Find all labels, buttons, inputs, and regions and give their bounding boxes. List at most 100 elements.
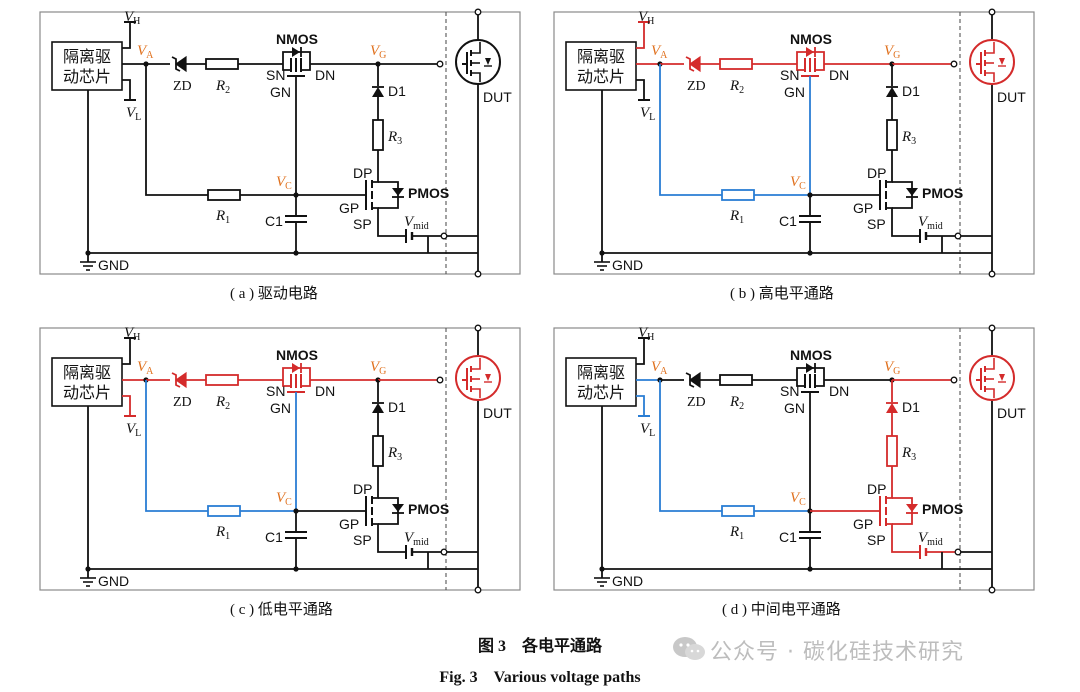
driver-label-line1: 隔离驱 (577, 47, 625, 66)
va-to-r1-wire (145, 64, 208, 196)
sn-label: SN (266, 67, 285, 83)
dut-source-terminal (474, 270, 482, 278)
pmos-body-diode-arrow (906, 504, 918, 512)
gnd-label: GND (612, 573, 643, 589)
nmos-label: NMOS (276, 347, 318, 363)
c1-label: C1 (779, 529, 797, 545)
vh-wire (122, 338, 131, 365)
va-label: VA (651, 43, 668, 61)
dut-source-inner (985, 388, 995, 398)
r1-resistor (207, 189, 241, 201)
va-label: VA (137, 43, 154, 61)
c1-label: C1 (265, 213, 283, 229)
vc-label: VC (790, 174, 806, 192)
r3-label: R3 (387, 129, 402, 147)
vh-label: VH (124, 325, 140, 343)
c1-gnd-junction (807, 566, 813, 572)
gn-label: GN (784, 400, 805, 416)
dut-source-terminal (988, 270, 996, 278)
pmos-body-diode-wire (378, 181, 399, 209)
figure-caption-en: Fig. 3 Various voltage paths (439, 669, 641, 686)
r1-resistor (721, 189, 755, 201)
zd-bar (685, 372, 695, 388)
vh-wire (122, 22, 131, 49)
nmos-source-lead (796, 380, 805, 387)
va-to-r1-wire (659, 380, 722, 512)
vg-label: VG (370, 359, 386, 377)
dut-drain-terminal (474, 8, 482, 16)
zd-label: ZD (173, 79, 192, 94)
isolated-driver-chip (51, 357, 123, 407)
va-to-r1-wire (659, 64, 722, 196)
dut-label: DUT (997, 405, 1026, 421)
gn-label: GN (270, 84, 291, 100)
d1-arrow (372, 87, 384, 97)
c1-label: C1 (779, 213, 797, 229)
vl-label: VL (126, 105, 141, 123)
gn-label: GN (784, 84, 805, 100)
sn-label: SN (780, 383, 799, 399)
panel-frame (553, 11, 1035, 275)
vl-wire (122, 395, 131, 416)
d1-label: D1 (388, 399, 406, 415)
nmos-label: NMOS (790, 31, 832, 47)
dut-source-inner (471, 72, 481, 82)
vg-label: VG (884, 43, 900, 61)
r3-label: R3 (387, 445, 402, 463)
nmos-drain-lead (301, 64, 311, 71)
r1-resistor (721, 505, 755, 517)
nmos-source-lead (796, 64, 805, 71)
driver-label-line2: 动芯片 (577, 67, 625, 86)
vc-label: VC (276, 174, 292, 192)
vl-wire (636, 395, 645, 416)
dut-transistor (969, 355, 1015, 401)
nmos-body-diode-arrow (806, 363, 814, 373)
panel-frame (39, 11, 521, 275)
gnd-label: GND (98, 257, 129, 273)
pmos-body-diode-wire (892, 497, 913, 525)
dut-label: DUT (483, 405, 512, 421)
pmos-source-lead (372, 207, 379, 226)
r3-resistor (886, 435, 898, 467)
dut-drain-terminal (988, 324, 996, 332)
isolated-driver-chip (565, 41, 637, 91)
gp-label: GP (339, 200, 359, 216)
r2-label: R2 (215, 78, 230, 96)
dut-body-diode (485, 374, 491, 381)
watermark-text: 公众号 · 碳化硅技术研究 (710, 640, 964, 665)
zd-bar (685, 56, 695, 72)
r3-label: R3 (901, 129, 916, 147)
dn-label: DN (315, 383, 335, 399)
d1-arrow (372, 403, 384, 413)
dn-label: DN (315, 67, 335, 83)
pmos-to-vmid-wire (891, 226, 920, 237)
zd-label: ZD (687, 79, 706, 94)
pmos-body-diode-arrow (392, 504, 404, 512)
r3-resistor (372, 435, 384, 467)
dut-transistor (455, 355, 501, 401)
vh-label: VH (638, 9, 654, 27)
nmos-body-diode-arrow (806, 47, 814, 57)
vmid-terminal (440, 548, 448, 556)
caption-panel-a: ( a ) 驱动电路 (230, 286, 318, 302)
dut-source-inner (471, 388, 481, 398)
dut-body-diode (999, 58, 1005, 65)
vl-wire (636, 79, 645, 100)
vh-label: VH (638, 325, 654, 343)
dut-label: DUT (997, 89, 1026, 105)
dut-transistor (455, 39, 501, 85)
caption-panel-b: ( b ) 高电平通路 (730, 286, 834, 302)
d1-label: D1 (902, 399, 920, 415)
vg-label: VG (884, 359, 900, 377)
driver-label-line1: 隔离驱 (577, 363, 625, 382)
sp-label: SP (353, 216, 372, 232)
r2-resistor (205, 374, 239, 386)
r2-resistor (719, 374, 753, 386)
vl-label: VL (126, 421, 141, 439)
r3-label: R3 (901, 445, 916, 463)
r1-resistor (207, 505, 241, 517)
r1-label: R1 (729, 524, 744, 542)
